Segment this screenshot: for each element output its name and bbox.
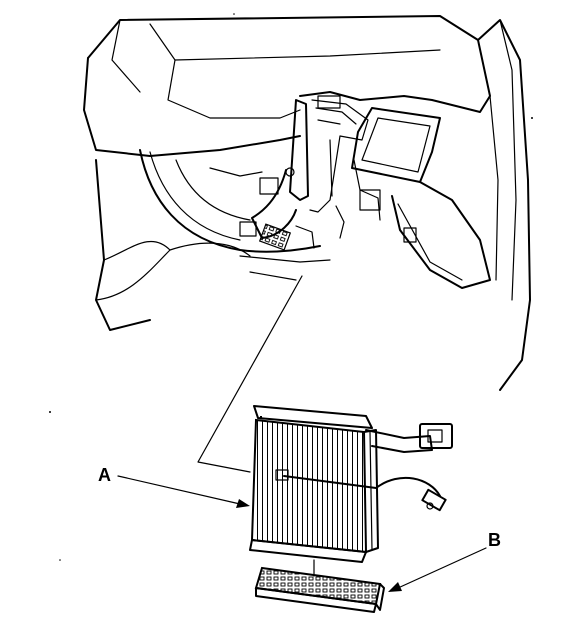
evaporator-core (249, 405, 453, 563)
harness-connector (258, 223, 292, 251)
callout-b: B (388, 530, 501, 592)
dashboard-lower-edge (83, 57, 301, 157)
lower-right-panel (391, 181, 491, 289)
removal-leader-line (197, 275, 303, 473)
scan-specks (49, 13, 533, 561)
left-lower-trim (95, 159, 151, 331)
thermistor-connector (421, 488, 447, 512)
dashboard-assembly (83, 15, 531, 391)
thermistor-wire (283, 475, 441, 497)
dashboard-vent (351, 107, 441, 183)
evaporator-pipe (365, 429, 433, 453)
dashboard-upper-panel (87, 15, 491, 113)
wire-harness (251, 169, 297, 239)
evaporator-filter (254, 566, 385, 613)
heater-unit-bracket (289, 99, 309, 201)
callout-b-label: B (488, 530, 501, 550)
expansion-valve (419, 423, 453, 449)
callout-a-label: A (98, 465, 111, 485)
callout-a: A (98, 465, 250, 508)
glove-box-opening (139, 149, 321, 253)
